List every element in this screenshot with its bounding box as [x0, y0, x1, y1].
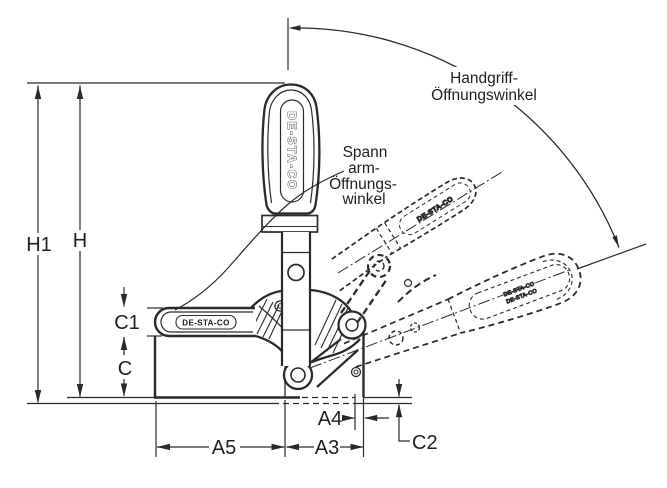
handle-grip: [261, 83, 321, 215]
arm-angle-label-line1: Spann: [343, 144, 388, 161]
dim-label-h: H: [73, 230, 87, 252]
arm-angle-label-line4: winkel: [341, 191, 385, 208]
arm-angle-leader-arc: [174, 170, 345, 311]
base-rivet: [350, 366, 362, 378]
toggle-link: [309, 338, 359, 388]
dim-label-c2: C2: [412, 432, 438, 454]
dimension-c2: [395, 379, 410, 442]
rear-pivot-hole: [345, 318, 359, 332]
open-handle-dashed: DE-STA-CO DE-STA-CO: [343, 252, 582, 368]
dim-label-h1: H1: [26, 234, 52, 256]
handle-angle-label-line1: Handgriff-: [450, 70, 518, 87]
clamp-arm: DE-STA-CO: [153, 306, 256, 338]
open-arm-outline: [370, 177, 477, 258]
dim-label-c: C: [118, 358, 132, 380]
base-reference-lines: [27, 394, 412, 430]
open-arm-brand-text: DE-STA-CO: [416, 196, 455, 224]
open-grip-label-oval: [468, 263, 571, 320]
handle-angle-label-bg: [434, 67, 538, 105]
open-handle-hole-2: [409, 322, 421, 333]
dim-label-a4: A4: [318, 408, 342, 430]
open-handle-centerline: [309, 268, 573, 369]
open-arm-centerline: [337, 171, 503, 274]
dimension-linework: [27, 18, 412, 457]
handle-brand-text: DE-STA-CO: [285, 111, 299, 190]
dim-label-a3: A3: [315, 437, 339, 459]
handle-arc-arrow-start: [288, 25, 301, 31]
handle-angle-label-line2: Öffnungswinkel: [431, 86, 537, 104]
open-link-dashed: [340, 253, 437, 324]
open-arm-label-oval: [398, 182, 471, 236]
arm-brand-text: DE-STA-CO: [182, 319, 229, 328]
handle-collar: [261, 214, 319, 233]
shaft-hole: [287, 263, 305, 282]
closed-handle: DE-STA-CO: [261, 83, 321, 366]
dimension-c1-c: [120, 287, 163, 397]
grip-label-oval: [279, 99, 305, 203]
dim-label-a5: A5: [212, 437, 236, 459]
dim-label-c1: C1: [114, 312, 140, 334]
arm-label-plate: [175, 314, 237, 330]
handle-angle-arc: [291, 27, 620, 248]
open-handle-hole-1: [388, 330, 404, 346]
arm-angle-label-line2: arm-: [348, 160, 380, 177]
main-pivot-hole: [290, 367, 306, 383]
open-handle-axis-extension: [576, 243, 647, 270]
handle-shaft: [280, 232, 312, 366]
handle-arc-arrow-end: [612, 235, 619, 248]
arm-angle-label-line3: Öffnungs-: [329, 175, 397, 193]
